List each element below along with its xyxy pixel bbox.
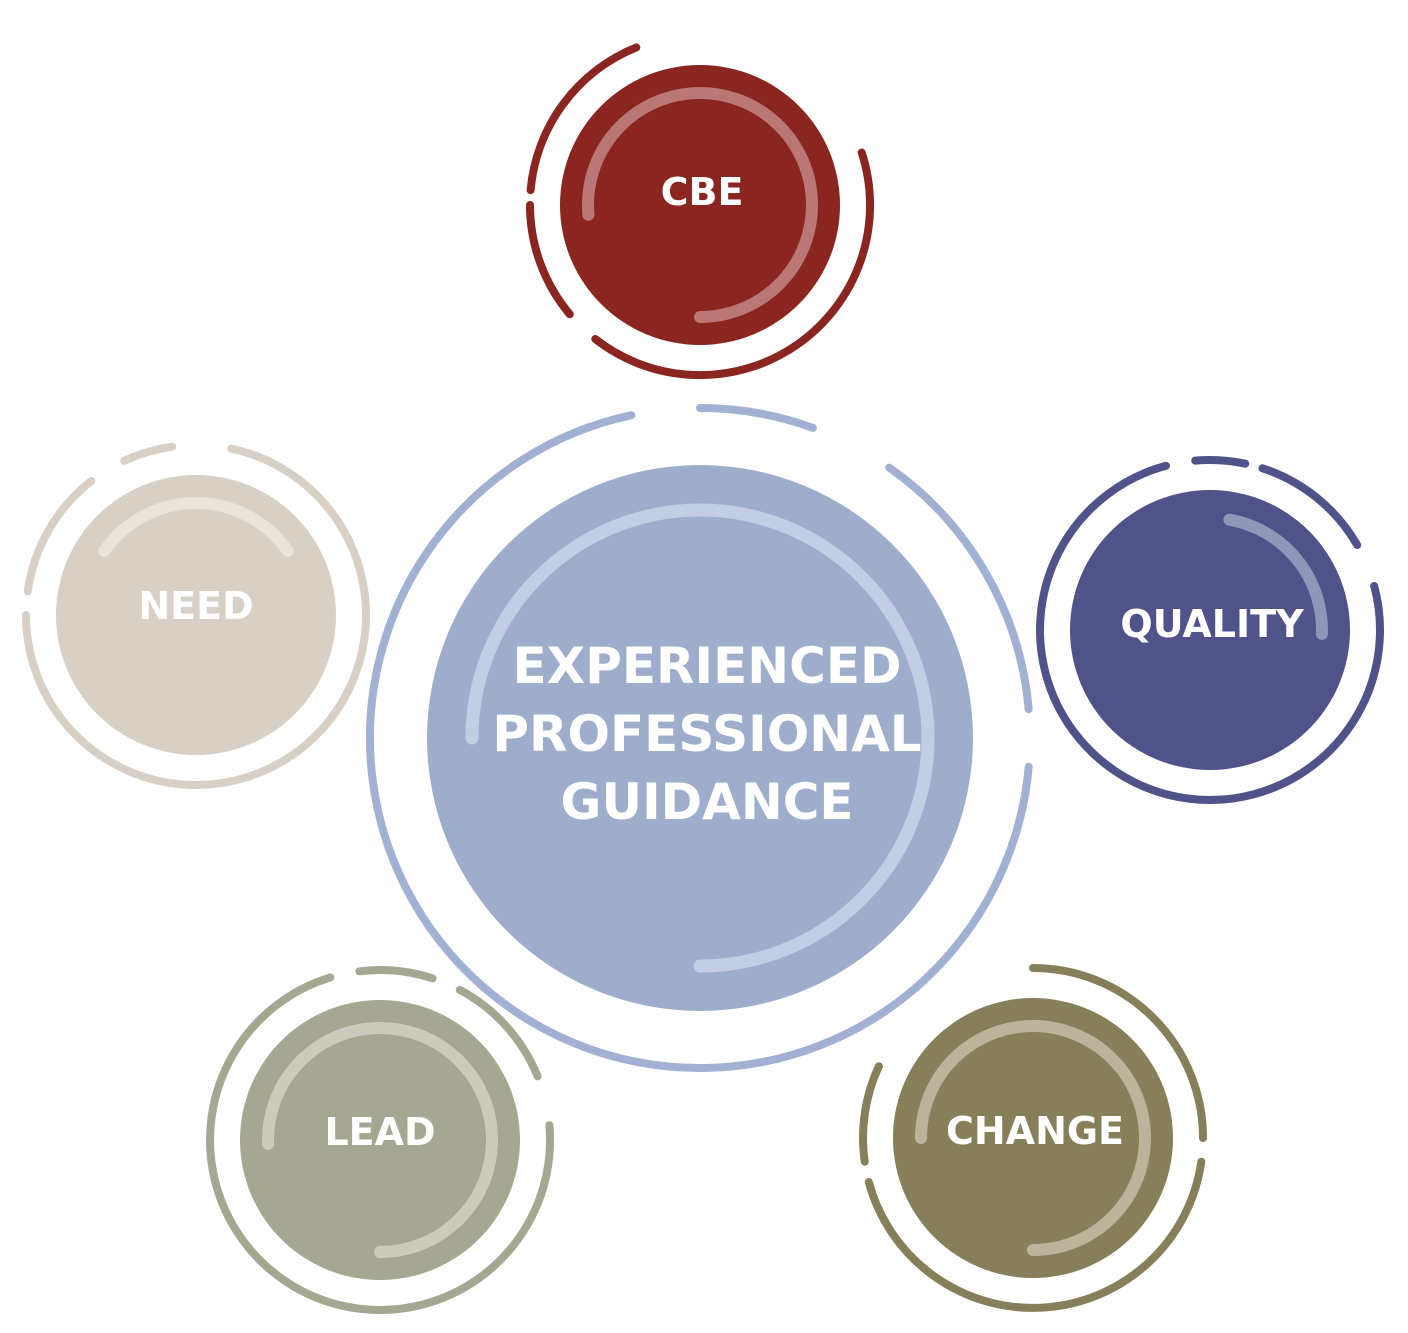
center-hub: EXPERIENCED PROFESSIONAL GUIDANCE <box>365 404 1033 1072</box>
center-outer-ring-arc <box>696 404 817 432</box>
node-cbe: CBE <box>526 43 875 380</box>
node-change-disc <box>893 998 1173 1278</box>
node-need-highlight-arc <box>98 497 294 557</box>
center-title-line: PROFESSIONAL <box>492 705 921 763</box>
node-cbe-label: CBE <box>661 170 744 214</box>
center-outer-ring-arc <box>885 463 1033 714</box>
node-quality: QUALITY <box>1036 456 1384 804</box>
node-need-ring-arc <box>23 477 96 596</box>
node-lead-highlight-arc <box>262 1022 499 1258</box>
node-change-ring-arc <box>859 1062 883 1166</box>
node-change-highlight-arc <box>915 1020 1151 1256</box>
node-quality-label: QUALITY <box>1120 602 1304 646</box>
center-highlight-arc <box>465 503 935 973</box>
node-lead-label: LEAD <box>324 1110 435 1154</box>
node-lead-ring-arc <box>455 985 542 1081</box>
node-lead-ring-arc <box>355 966 437 983</box>
center-disc <box>427 465 973 1011</box>
node-quality-ring-arc <box>1258 464 1362 549</box>
node-need-disc <box>56 475 336 755</box>
node-need: NEED <box>22 442 370 789</box>
node-change-label: CHANGE <box>946 1109 1124 1153</box>
center-title-line: EXPERIENCED <box>513 637 902 695</box>
node-cbe-disc <box>560 65 840 345</box>
node-quality-ring-arc <box>1036 461 1384 804</box>
node-change: CHANGE <box>859 964 1207 1312</box>
node-quality-ring-arc <box>1191 456 1250 468</box>
node-cbe-ring-arc <box>526 201 574 319</box>
center-title-line: GUIDANCE <box>560 773 853 831</box>
node-need-ring-arc <box>22 444 370 789</box>
node-cbe-highlight-arc <box>581 87 818 323</box>
node-quality-highlight-arc <box>1223 513 1328 640</box>
node-cbe-ring-arc <box>526 43 641 195</box>
node-need-ring-arc <box>120 442 177 465</box>
node-lead: LEAD <box>206 966 554 1314</box>
node-quality-disc <box>1070 490 1350 770</box>
node-change-ring-arc <box>864 1157 1206 1312</box>
center-outer-ring-arc <box>365 411 1033 1072</box>
node-lead-ring-arc <box>206 973 554 1314</box>
node-cbe-ring-arc <box>591 148 875 380</box>
node-lead-disc <box>240 1000 520 1280</box>
node-need-label: NEED <box>138 584 253 628</box>
node-change-ring-arc <box>1029 964 1207 1142</box>
